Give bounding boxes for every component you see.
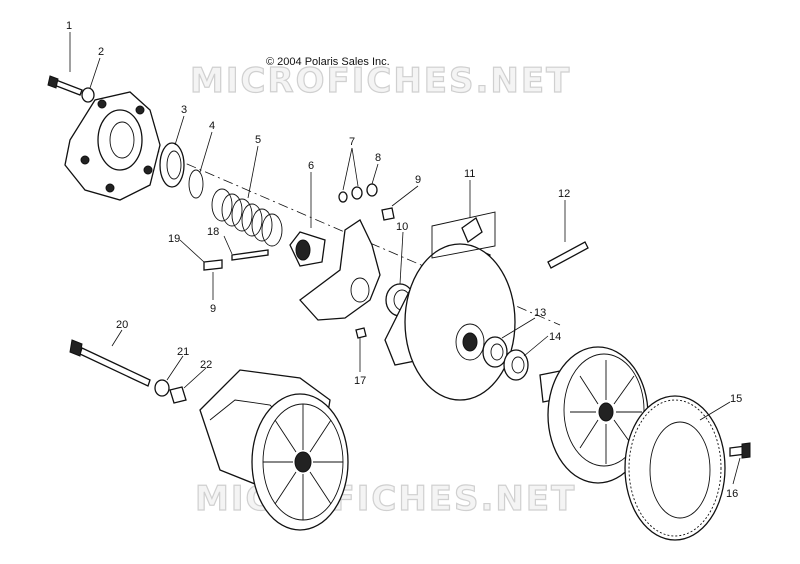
copyright-text: © 2004 Polaris Sales Inc. [266,56,390,68]
callout-2: 2 [98,46,104,58]
callout-14: 14 [549,331,561,343]
leader-lines [69,32,741,485]
callout-4: 4 [209,120,215,132]
part-20-bolt [69,339,151,387]
callout-18: 18 [207,226,219,238]
part-3-bushing [159,142,185,188]
callout-8: 8 [375,152,381,164]
callout-1: 1 [66,20,72,32]
part-17-nut [355,327,367,339]
callout-11: 11 [464,168,475,180]
part-12-pin [547,241,589,269]
callout-7: 7 [349,136,355,148]
part-4-ring [188,169,204,199]
part-22-nut [169,386,187,404]
part-5-spring [211,188,283,247]
part-14-bushing [503,349,529,381]
part-cover-spider [64,91,161,201]
part-6-roller [289,231,326,267]
part-moveable-sheave [384,243,516,401]
callout-3: 3 [181,104,187,116]
part-7-8-washers [338,183,378,203]
callout-5: 5 [255,134,261,146]
callout-21: 21 [177,346,189,358]
callout-22: 22 [200,359,212,371]
callout-9-bottom: 9 [210,303,216,315]
part-15-ring-gear [624,395,726,541]
callout-16: 16 [726,488,738,500]
part-1-bolt [47,75,83,96]
callout-12: 12 [558,188,570,200]
part-16-screw [729,442,751,459]
callout-19: 19 [168,233,180,245]
callout-9-top: 9 [415,174,421,186]
part-fixed-sheave [539,346,649,484]
callout-13: 13 [534,307,546,319]
callout-10: 10 [396,221,408,233]
part-11-shoe [431,211,496,259]
watermark-bottom: MICROFICHES.NET [195,479,576,519]
callout-6: 6 [308,160,314,172]
part-19-pin [203,259,223,271]
part-2-washer [81,87,95,103]
part-18-pin [231,249,269,261]
part-arm-bracket [299,219,381,321]
part-9-bushing-top [381,207,395,221]
part-13-bushing [482,336,508,368]
callout-20: 20 [116,319,128,331]
watermark-top: MICROFICHES.NET [190,61,571,101]
callout-17: 17 [354,375,366,387]
part-clutch-assembly [199,369,349,531]
callout-15: 15 [730,393,742,405]
part-21-washer [154,379,170,397]
